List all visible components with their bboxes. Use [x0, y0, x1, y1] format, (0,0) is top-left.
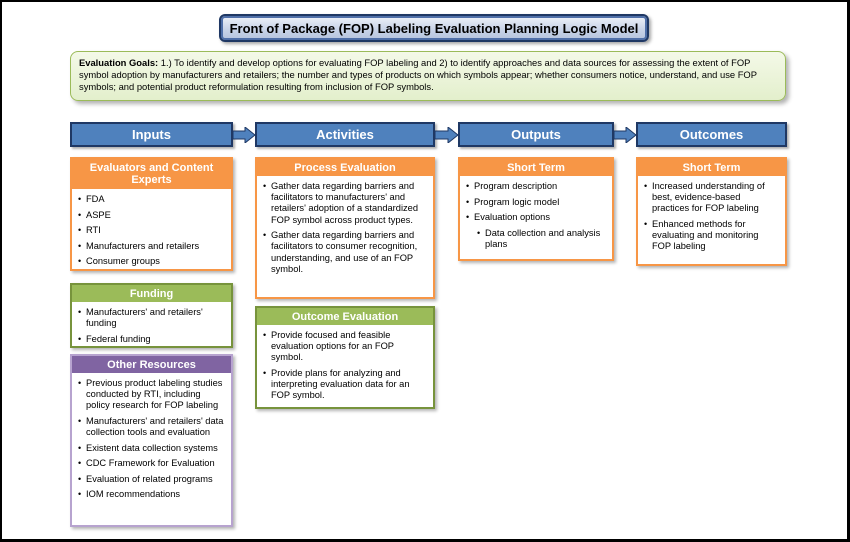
column-outcomes: Outcomes [636, 122, 787, 147]
process-evaluation-header: Process Evaluation [257, 159, 433, 176]
list-item: IOM recommendations [78, 489, 225, 500]
list-item: Enhanced methods for evaluating and moni… [644, 219, 779, 253]
outcome-evaluation-box: Outcome Evaluation Provide focused and f… [255, 306, 435, 409]
evaluation-goals: Evaluation Goals: 1.) To identify and de… [70, 51, 786, 101]
list-item: Gather data regarding barriers and facil… [263, 181, 427, 226]
list-item: Evaluation of related programs [78, 474, 225, 485]
outcomes-short-term-box: Short Term Increased understanding of be… [636, 157, 787, 266]
column-activities: Activities [255, 122, 435, 147]
goals-text: 1.) To identify and develop options for … [79, 57, 757, 92]
list-subitem: Data collection and analysis plans [477, 228, 606, 250]
outputs-short-term-header: Short Term [460, 159, 612, 176]
list-item: Previous product labeling studies conduc… [78, 378, 225, 412]
list-item: Consumer groups [78, 256, 225, 267]
list-item: ASPE [78, 210, 225, 221]
outputs-short-term-box: Short Term Program description Program l… [458, 157, 614, 261]
list-item: Provide focused and feasible evaluation … [263, 330, 427, 364]
list-item: Federal funding [78, 334, 225, 345]
list-item: Existent data collection systems [78, 443, 225, 454]
list-item: Program logic model [466, 197, 606, 208]
list-item: Provide plans for analyzing and interpre… [263, 368, 427, 402]
evaluators-header: Evaluators and Content Experts [72, 159, 231, 189]
list-item: Manufacturers' and retailers' data colle… [78, 416, 225, 438]
outcome-evaluation-header: Outcome Evaluation [257, 308, 433, 325]
goals-label: Evaluation Goals: [79, 57, 159, 68]
arrow-right-icon [434, 127, 459, 143]
page-title: Front of Package (FOP) Labeling Evaluati… [219, 14, 649, 42]
evaluators-box: Evaluators and Content Experts FDA ASPE … [70, 157, 233, 271]
funding-header: Funding [72, 285, 231, 302]
other-resources-box: Other Resources Previous product labelin… [70, 354, 233, 527]
arrow-right-icon [232, 127, 256, 143]
list-item: FDA [78, 194, 225, 205]
list-item: CDC Framework for Evaluation [78, 458, 225, 469]
list-item: Program description [466, 181, 606, 192]
column-outputs: Outputs [458, 122, 614, 147]
list-item: Manufacturers and retailers [78, 241, 225, 252]
arrow-right-icon [613, 127, 637, 143]
funding-box: Funding Manufacturers' and retailers' fu… [70, 283, 233, 348]
list-item: Gather data regarding barriers and facil… [263, 230, 427, 275]
list-item: Increased understanding of best, evidenc… [644, 181, 779, 215]
list-item: Manufacturers' and retailers' funding [78, 307, 225, 329]
list-item: Evaluation options [466, 212, 606, 223]
outcomes-short-term-header: Short Term [638, 159, 785, 176]
other-resources-header: Other Resources [72, 356, 231, 373]
process-evaluation-box: Process Evaluation Gather data regarding… [255, 157, 435, 299]
column-inputs: Inputs [70, 122, 233, 147]
list-item: RTI [78, 225, 225, 236]
